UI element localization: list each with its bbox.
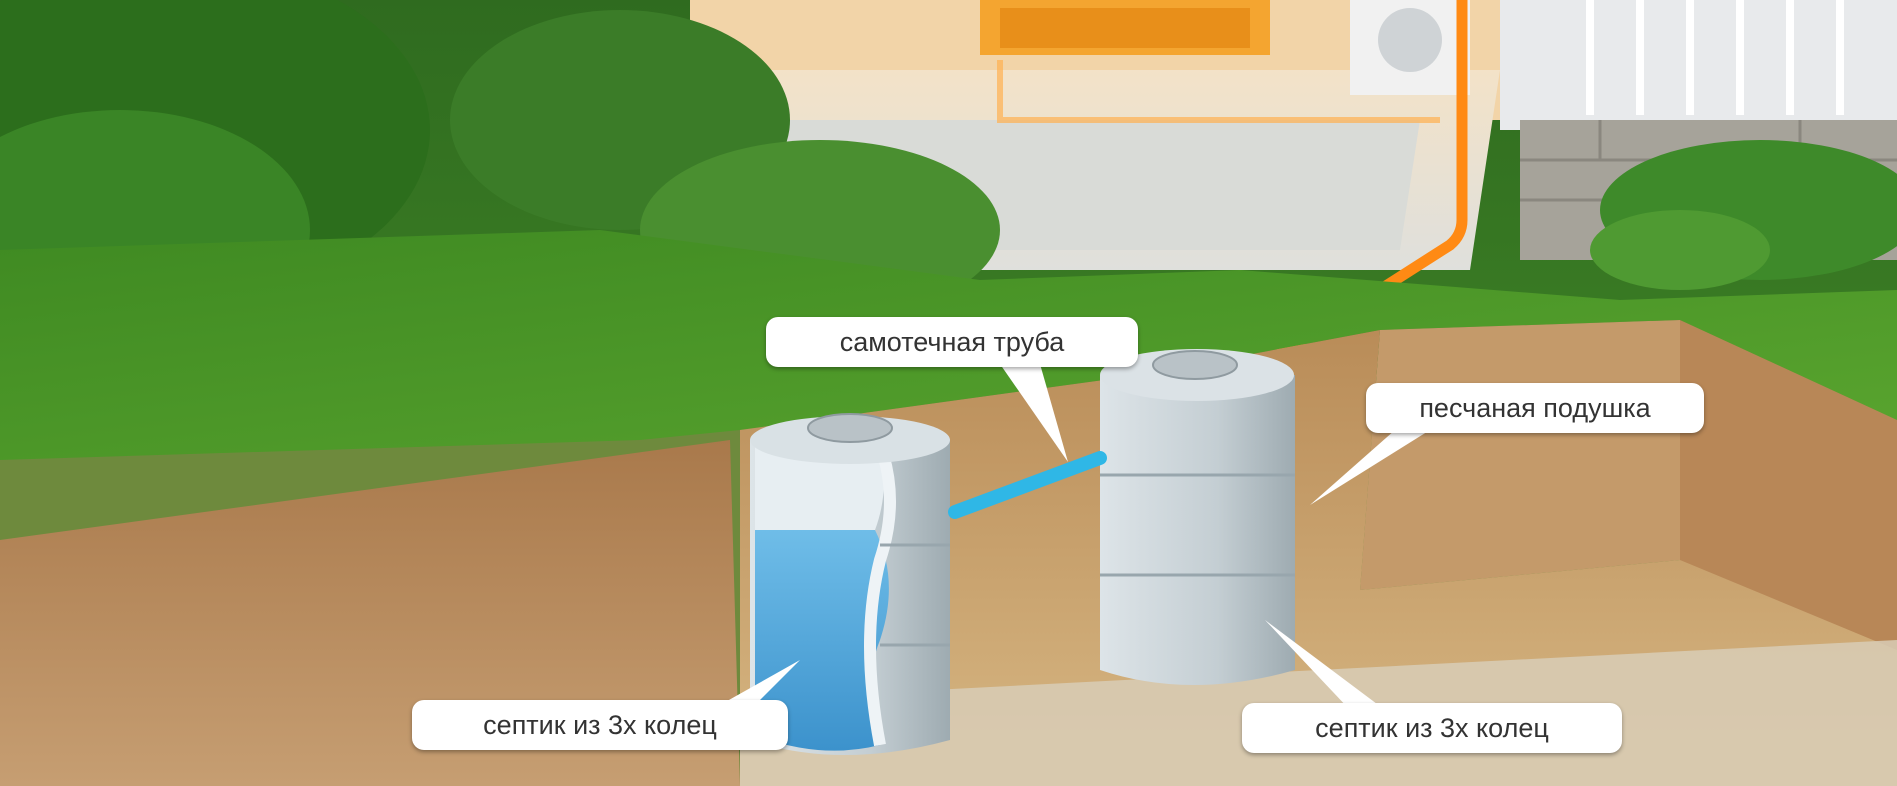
label-septic-right: септик из 3х колец bbox=[1242, 703, 1622, 753]
septic-tank-left bbox=[750, 413, 950, 755]
label-gravity-pipe: самотечная труба bbox=[766, 317, 1138, 367]
callout-pipe-pointer bbox=[1000, 364, 1068, 462]
callout-left-pointer bbox=[720, 660, 800, 705]
house-drain-pipe bbox=[1264, 0, 1468, 366]
gravity-pipe bbox=[948, 451, 1107, 519]
label-septic-left: септик из 3х колец bbox=[412, 700, 788, 750]
septic-tank-right bbox=[1100, 349, 1295, 685]
soil-cross-section bbox=[0, 440, 740, 786]
label-sand-cushion: песчаная подушка bbox=[1366, 383, 1704, 433]
callout-sand-pointer bbox=[1310, 430, 1430, 505]
callout-right-pointer bbox=[1265, 620, 1385, 710]
